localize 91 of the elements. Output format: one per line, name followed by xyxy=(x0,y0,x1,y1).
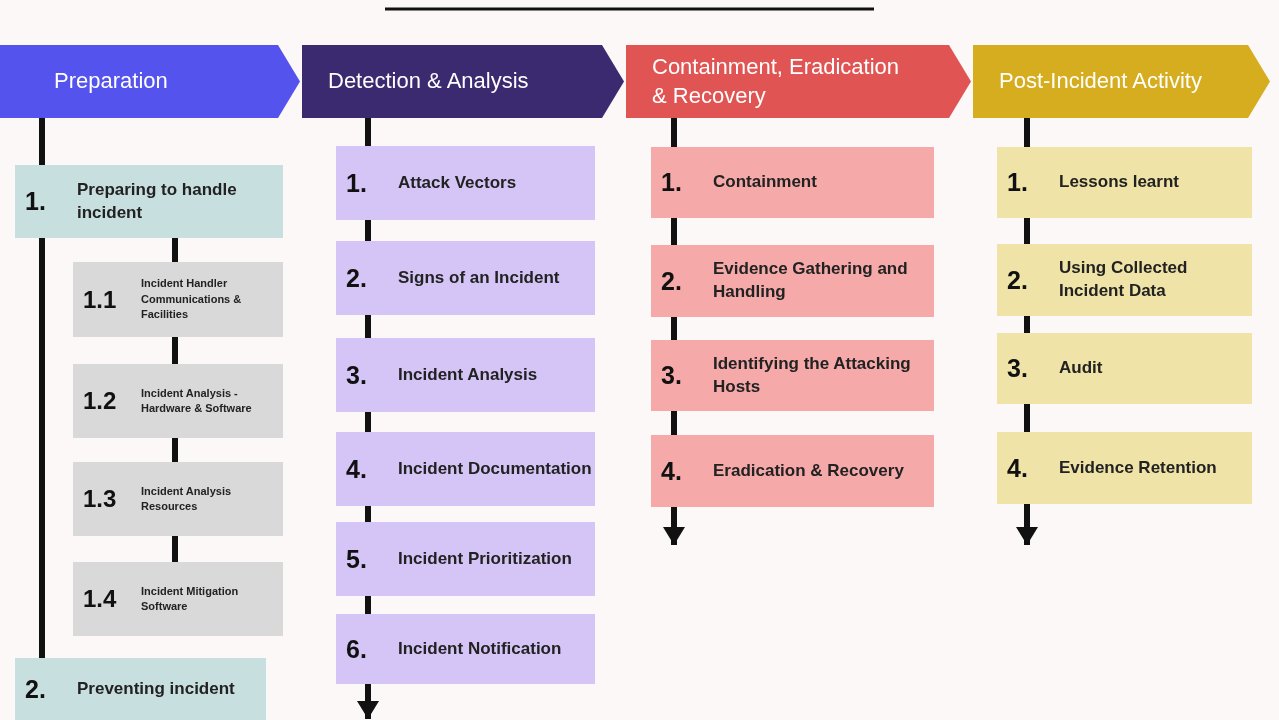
step-number: 2. xyxy=(25,674,47,704)
connector-line xyxy=(1024,316,1030,333)
step-box xyxy=(336,241,595,315)
connector-line xyxy=(172,337,178,364)
step-number: 5. xyxy=(346,544,368,574)
phase-header xyxy=(626,45,971,118)
step-number: 1.3 xyxy=(83,485,118,513)
step-number: 3. xyxy=(346,360,368,390)
step-label: Incident Analysis - Hardware & Software xyxy=(141,385,253,416)
step-box xyxy=(997,147,1252,218)
step-number: 6. xyxy=(346,634,368,664)
step-label: Incident Mitigation Software xyxy=(141,583,240,614)
step-number: 3. xyxy=(1007,354,1029,383)
step-label: Using Collected Incident Data xyxy=(1059,257,1189,302)
connector-line xyxy=(172,438,178,462)
connector-line xyxy=(1024,218,1030,244)
step-box xyxy=(336,432,595,506)
step-number: 4. xyxy=(346,454,368,484)
phase-title: Post-Incident Activity xyxy=(999,67,1202,96)
arrow xyxy=(357,684,379,719)
step-label: Preparing to handle incident xyxy=(77,178,238,224)
step-number: 1.4 xyxy=(83,585,118,613)
step-label: Incident Prioritization xyxy=(398,547,572,570)
step-label: Identifying the Attacking Hosts xyxy=(713,352,912,398)
arrow xyxy=(663,507,685,545)
step-box xyxy=(997,244,1252,316)
phase-title: Detection & Analysis xyxy=(328,67,529,96)
connector-line xyxy=(39,118,45,165)
step-number: 2. xyxy=(661,266,683,296)
step-number: 1.2 xyxy=(83,387,118,415)
step-label: Lessons learnt xyxy=(1059,171,1179,194)
step-box xyxy=(336,338,595,412)
substep-box xyxy=(73,364,283,438)
arrow xyxy=(1016,504,1038,545)
step-box xyxy=(651,147,934,218)
step-label: Incident Handler Communications & Facilities xyxy=(141,276,243,323)
step-box xyxy=(336,522,595,596)
step-box xyxy=(651,245,934,317)
step-label: Attack Vectors xyxy=(398,171,517,194)
step-box xyxy=(336,146,595,220)
step-number: 1.1 xyxy=(83,285,118,314)
step-box xyxy=(651,435,934,507)
substep-box xyxy=(73,562,283,636)
substep-box xyxy=(73,462,283,536)
step-label: Containment xyxy=(713,171,817,194)
step-label: Incident Analysis Resources xyxy=(141,483,233,514)
connector-line xyxy=(1024,404,1030,432)
step-number: 4. xyxy=(1007,453,1029,483)
connector-line xyxy=(365,596,371,614)
connector-line xyxy=(365,315,371,338)
step-number: 1. xyxy=(661,168,683,197)
step-box xyxy=(651,340,934,411)
connector-line xyxy=(365,118,371,146)
step-label: Eradication & Recovery xyxy=(713,459,904,482)
step-label: Evidence Retention xyxy=(1059,456,1217,479)
connector-line xyxy=(1024,118,1030,147)
step-box xyxy=(997,333,1252,404)
step-label: Audit xyxy=(1059,357,1103,380)
step-number: 3. xyxy=(661,361,683,390)
connector-line xyxy=(365,506,371,522)
step-number: 4. xyxy=(661,456,683,486)
step-label: Preventing incident xyxy=(77,677,235,700)
step-number: 2. xyxy=(346,263,368,293)
phase-header xyxy=(302,45,624,118)
phase-header xyxy=(0,45,300,118)
step-box xyxy=(997,432,1252,504)
connector-line xyxy=(671,218,677,245)
step-number: 1. xyxy=(346,168,368,198)
step-label: Signs of an Incident xyxy=(398,266,560,289)
step-number: 2. xyxy=(1007,265,1029,295)
step-box xyxy=(15,165,283,238)
phase-title: Preparation xyxy=(54,67,168,96)
step-box xyxy=(15,658,266,720)
connector-line xyxy=(671,118,677,147)
connector-line xyxy=(671,411,677,435)
step-label: Incident Notification xyxy=(398,637,562,660)
step-number: 1. xyxy=(25,187,47,216)
phase-title: Containment, Eradication & Recovery xyxy=(652,52,901,110)
connector-line xyxy=(39,238,45,658)
phase-header xyxy=(973,45,1270,118)
step-label: Incident Analysis xyxy=(398,363,538,386)
connector-line xyxy=(365,412,371,432)
step-label: Evidence Gathering and Handling xyxy=(713,258,909,303)
step-box xyxy=(336,614,595,684)
step-number: 1. xyxy=(1007,168,1029,197)
step-label: Incident Documentation xyxy=(398,457,592,480)
connector-line xyxy=(172,238,178,262)
connector-line xyxy=(365,220,371,241)
substep-box xyxy=(73,262,283,337)
connector-line xyxy=(172,536,178,562)
connector-line xyxy=(671,317,677,340)
